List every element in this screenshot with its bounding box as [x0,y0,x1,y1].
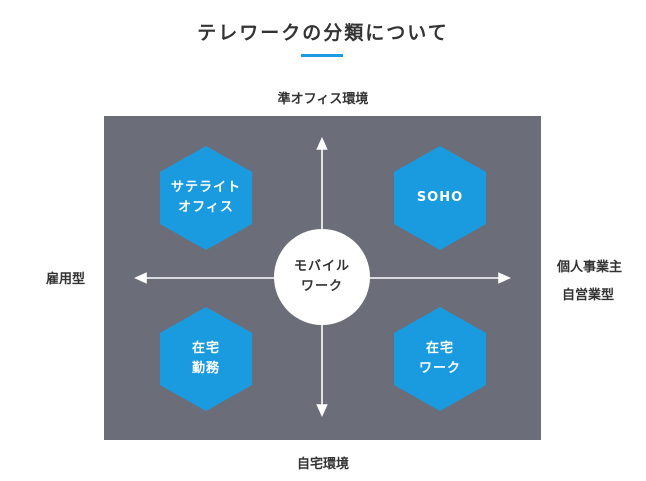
axis-label-bottom: 自宅環境 [296,457,349,472]
arrow-up-icon [316,137,328,150]
quadrant-label: SOHO [416,190,464,205]
axis-label-right-1: 個人事業主 [557,260,623,275]
axis-label-left: 雇用型 [46,272,86,287]
axis-label-top: 準オフィス環境 [277,92,369,107]
title-underline [301,54,343,57]
quadrant-home-work-employed: 在宅 勤務 [160,307,252,411]
quadrant-soho: SOHO [394,146,486,250]
center-mobile-work: モバイル ワーク [274,229,370,325]
quadrant-label: 在宅 勤務 [191,341,220,376]
arrow-down-icon [316,404,328,417]
center-label: モバイル ワーク [293,259,350,294]
page-title: テレワークの分類について [197,22,449,44]
quadrant-label: 在宅 ワーク [418,341,461,376]
quadrant-label: サテライト オフィス [170,180,241,215]
quadrant-home-work-freelance: 在宅 ワーク [394,307,486,411]
arrow-left-icon [134,272,147,284]
arrow-right-icon [498,272,511,284]
axis-label-right-2: 自営業型 [562,288,615,303]
